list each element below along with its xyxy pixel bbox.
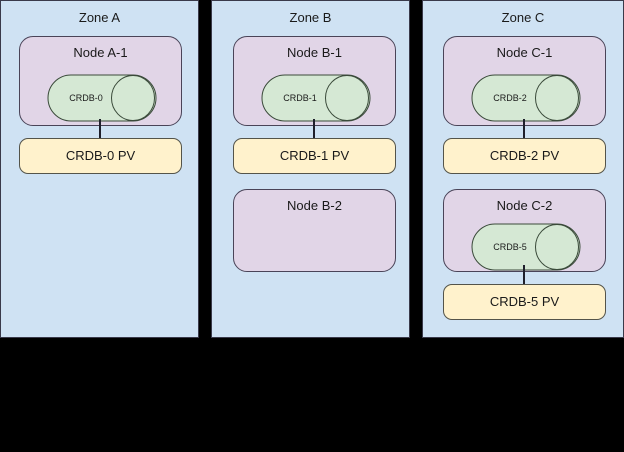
cylinder-icon xyxy=(261,74,371,122)
zone-c[interactable]: Zone C Node C-1 CRDB-2 CRDB-2 PV Node C-… xyxy=(422,0,624,338)
pv-crdb-1[interactable]: CRDB-1 PV xyxy=(233,138,396,174)
zone-c-label: Zone C xyxy=(501,10,545,25)
pv-crdb-2-label: CRDB-2 PV xyxy=(489,148,560,163)
zone-b-label: Zone B xyxy=(289,10,332,25)
database-crdb-5[interactable]: CRDB-5 xyxy=(471,223,581,271)
database-crdb-1[interactable]: CRDB-1 xyxy=(261,74,371,122)
zone-a[interactable]: Zone A Node A-1 CRDB-0 CRDB-0 PV xyxy=(0,0,199,338)
node-c-1[interactable]: Node C-1 CRDB-2 xyxy=(443,36,606,126)
cylinder-icon xyxy=(47,74,157,122)
database-crdb-0[interactable]: CRDB-0 xyxy=(47,74,157,122)
node-b-1-label: Node B-1 xyxy=(287,45,342,60)
cylinder-icon xyxy=(471,74,581,122)
node-c-2[interactable]: Node C-2 CRDB-5 xyxy=(443,189,606,272)
connector-node-c-2-to-crdb-5-pv xyxy=(523,265,525,285)
pv-crdb-2[interactable]: CRDB-2 PV xyxy=(443,138,606,174)
node-b-2-label: Node B-2 xyxy=(287,198,342,213)
connector-node-a-1-to-crdb-0-pv xyxy=(99,119,101,139)
node-a-1[interactable]: Node A-1 CRDB-0 xyxy=(19,36,182,126)
connector-node-b-1-to-crdb-1-pv xyxy=(313,119,315,139)
node-a-1-label: Node A-1 xyxy=(73,45,128,60)
node-b-1[interactable]: Node B-1 CRDB-1 xyxy=(233,36,396,126)
zone-b[interactable]: Zone B Node B-1 CRDB-1 CRDB-1 PV Node B-… xyxy=(211,0,410,338)
node-c-1-label: Node C-1 xyxy=(496,45,553,60)
pv-crdb-5-label: CRDB-5 PV xyxy=(489,294,560,309)
cylinder-icon xyxy=(471,223,581,271)
pv-crdb-5[interactable]: CRDB-5 PV xyxy=(443,284,606,320)
node-c-2-label: Node C-2 xyxy=(496,198,553,213)
pv-crdb-1-label: CRDB-1 PV xyxy=(279,148,350,163)
database-crdb-2[interactable]: CRDB-2 xyxy=(471,74,581,122)
connector-node-c-1-to-crdb-2-pv xyxy=(523,119,525,139)
node-b-2[interactable]: Node B-2 xyxy=(233,189,396,272)
zone-a-label: Zone A xyxy=(78,10,121,25)
pv-crdb-0[interactable]: CRDB-0 PV xyxy=(19,138,182,174)
pv-crdb-0-label: CRDB-0 PV xyxy=(65,148,136,163)
